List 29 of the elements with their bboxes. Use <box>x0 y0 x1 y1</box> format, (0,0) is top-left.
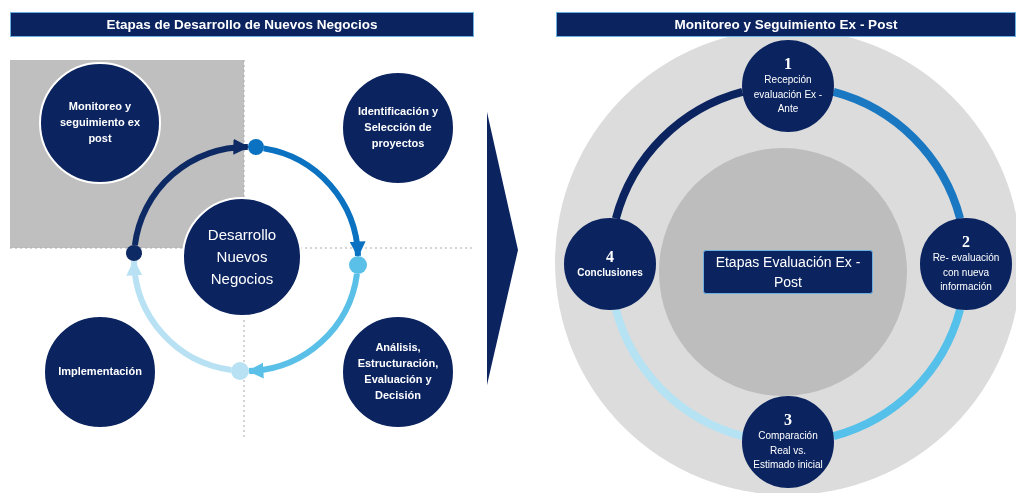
cycle-arrow <box>131 139 250 246</box>
stage-label: Etapas Evaluación Ex - Post <box>714 252 862 292</box>
stage-label: Comparación Real vs. Estimado inicial <box>752 429 824 473</box>
cycle-dot <box>126 245 143 262</box>
stage-label: Desarrollo Nuevos Negocios <box>206 225 278 289</box>
stage-label: Implementación <box>58 364 142 380</box>
stage-label: Recepción evaluación Ex - Ante <box>752 73 824 117</box>
step-number: 3 <box>784 411 792 430</box>
center-box <box>703 250 873 294</box>
cycle-arrow <box>127 259 232 373</box>
panel-header: Monitoreo y Seguimiento Ex - Post <box>556 12 1016 37</box>
step-number: 1 <box>784 55 792 74</box>
cycle-dot <box>348 255 367 274</box>
stage-label: Análisis, Estructuración, Evaluación y Decisión <box>356 340 440 403</box>
panel-header: Etapas de Desarrollo de Nuevos Negocios <box>10 12 474 37</box>
cycle-dot <box>231 361 250 380</box>
stage-label: Conclusiones <box>577 265 643 280</box>
ring-arc <box>612 88 744 220</box>
stage-label: Monitoreo y seguimiento ex post <box>58 99 142 146</box>
cycle-arrow <box>247 273 360 378</box>
ring-arc <box>612 308 744 440</box>
stage-label: Identificación y Selección de proyectos <box>356 104 440 151</box>
ring-arc <box>832 308 964 440</box>
stage-label: Re- evaluación con nueva información <box>931 251 1001 295</box>
cycle-dot <box>247 139 264 156</box>
cycle-arrow <box>263 145 365 258</box>
ring-arc <box>832 88 964 220</box>
step-number: 2 <box>962 233 970 252</box>
step-number: 4 <box>606 247 614 266</box>
